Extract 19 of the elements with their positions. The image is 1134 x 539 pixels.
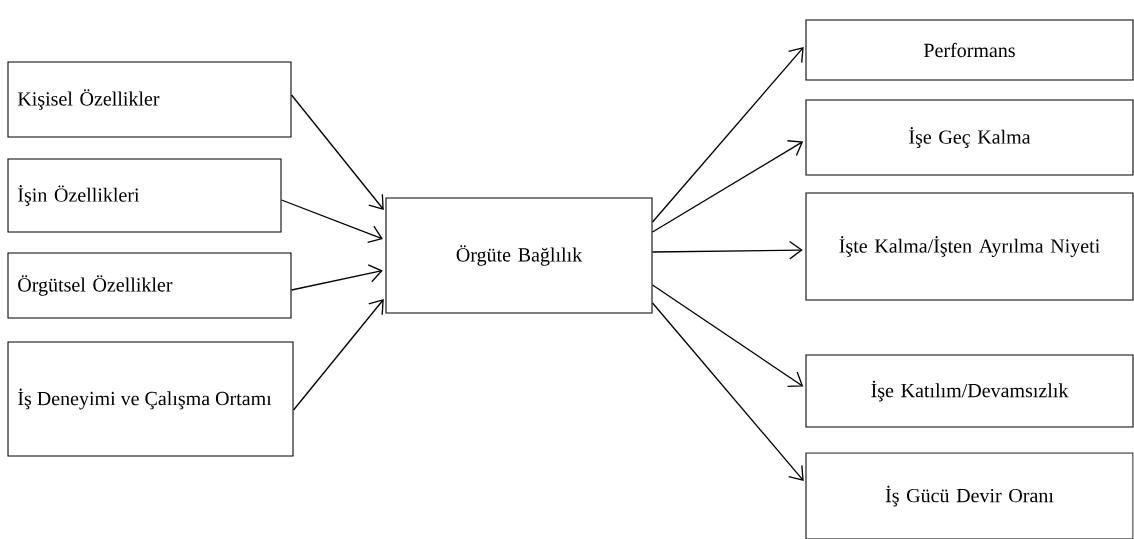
arrow (651, 302, 804, 481)
arrow (651, 284, 804, 388)
text-box: Örgüte Bağlılık (385, 197, 653, 314)
text-box: İş Deneyimi ve Çalışma Ortamı (7, 341, 294, 457)
arrow (651, 47, 804, 223)
text-box: İş Gücü Devir Oranı (805, 452, 1134, 539)
text-box: İşte Kalma/İşten Ayrılma Niyeti (805, 192, 1134, 301)
text-box: Kişisel Özellikler (7, 61, 292, 138)
text-box: Örgütsel Özellikler (7, 252, 292, 319)
text-box: İşin Özellikleri (7, 158, 282, 233)
arrow (290, 94, 384, 210)
text-box: İşe Geç Kalma (805, 99, 1134, 176)
arrow (280, 199, 383, 244)
arrow (292, 299, 384, 411)
arrow (290, 264, 383, 291)
arrow (651, 140, 804, 233)
arrow (651, 240, 803, 260)
text-box: Performans (805, 19, 1134, 81)
text-box: İşe Katılım/Devamsızlık (805, 354, 1134, 428)
